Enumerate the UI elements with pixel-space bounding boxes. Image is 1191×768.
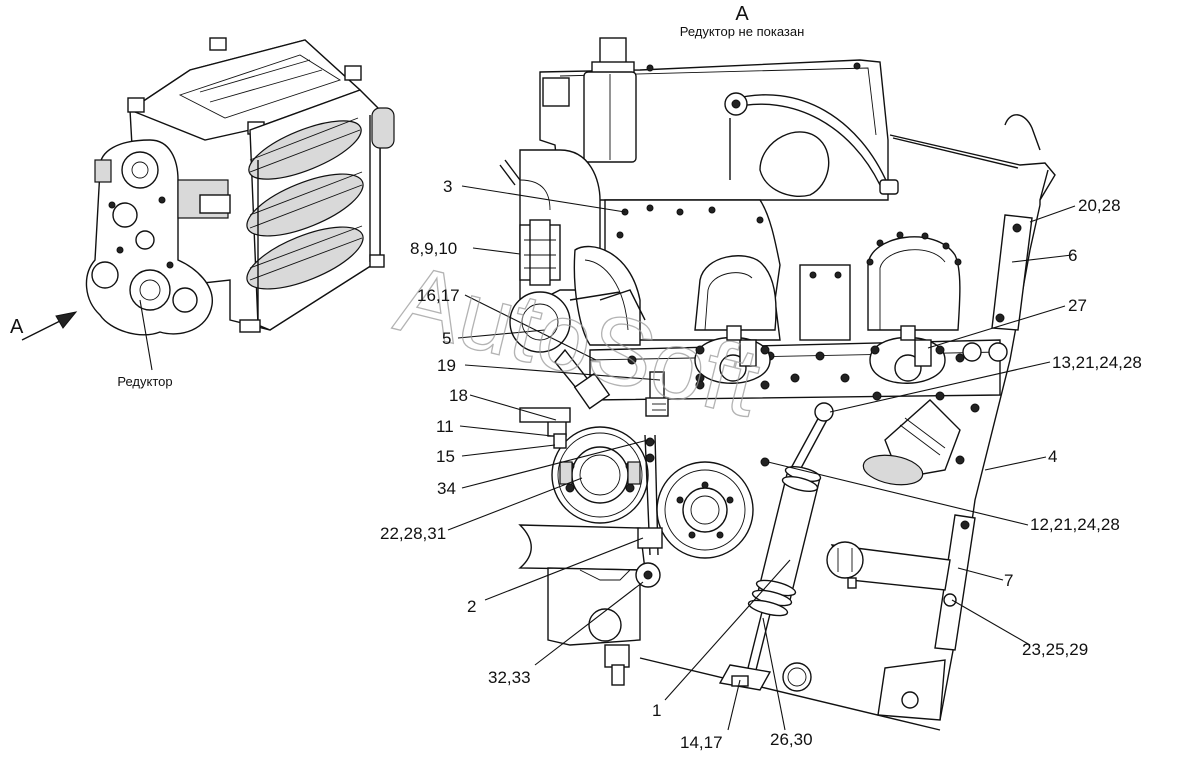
callout-label: 13,21,24,28 bbox=[1052, 353, 1142, 372]
callout-label: 8,9,10 bbox=[410, 239, 457, 258]
view-titles: А Редуктор не показан А Редуктор bbox=[10, 3, 804, 389]
callout-label: 18 bbox=[449, 386, 468, 405]
thumbnail-gearbox bbox=[85, 139, 231, 336]
angled-fitting bbox=[554, 289, 646, 410]
bearing-hub-left bbox=[694, 325, 771, 390]
view-subtitle: Редуктор не показан bbox=[680, 24, 805, 39]
callout-label: 14,17 bbox=[680, 733, 723, 752]
callout-label: 2 bbox=[467, 597, 476, 616]
callout-label: 23,25,29 bbox=[1022, 640, 1088, 659]
callout-label: 16,17 bbox=[417, 286, 460, 305]
callout-label: 7 bbox=[1004, 571, 1013, 590]
thumbnail-part-label: Редуктор bbox=[117, 374, 172, 389]
rollers bbox=[246, 117, 364, 290]
callout-label: 5 bbox=[442, 329, 451, 348]
bearing-hub-right bbox=[869, 325, 946, 401]
callout-label: 32,33 bbox=[488, 668, 531, 687]
callout-label: 1 bbox=[652, 701, 661, 720]
callout-label: 6 bbox=[1068, 246, 1077, 265]
clamp bbox=[519, 219, 561, 286]
callout-label: 22,28,31 bbox=[380, 524, 446, 543]
thumbnail-arrow-label: А bbox=[10, 316, 24, 338]
callout-label: 34 bbox=[437, 479, 456, 498]
pulley-left bbox=[551, 426, 649, 524]
main-view bbox=[499, 37, 1056, 731]
callout-labels: 3 8,9,10 16,17 5 19 18 11 15 34 22,28,31… bbox=[380, 177, 1142, 752]
pulley-center bbox=[656, 461, 754, 559]
callout-label: 4 bbox=[1048, 447, 1057, 466]
spring-strut bbox=[718, 402, 834, 691]
view-title: А bbox=[735, 3, 749, 25]
callout-label: 12,21,24,28 bbox=[1030, 515, 1120, 534]
turnbuckle bbox=[635, 434, 663, 588]
callout-label: 20,28 bbox=[1078, 196, 1121, 215]
thumbnail-assembly bbox=[21, 37, 395, 371]
callout-label: 27 bbox=[1068, 296, 1087, 315]
view-arrow bbox=[21, 311, 78, 341]
callout-label: 11 bbox=[436, 417, 454, 436]
callout-label: 3 bbox=[443, 177, 452, 196]
angled-unit bbox=[760, 399, 965, 486]
callout-label: 19 bbox=[437, 356, 456, 375]
callout-label: 15 bbox=[436, 447, 455, 466]
leader-lines bbox=[447, 185, 1076, 731]
callout-label: 26,30 bbox=[770, 730, 813, 749]
